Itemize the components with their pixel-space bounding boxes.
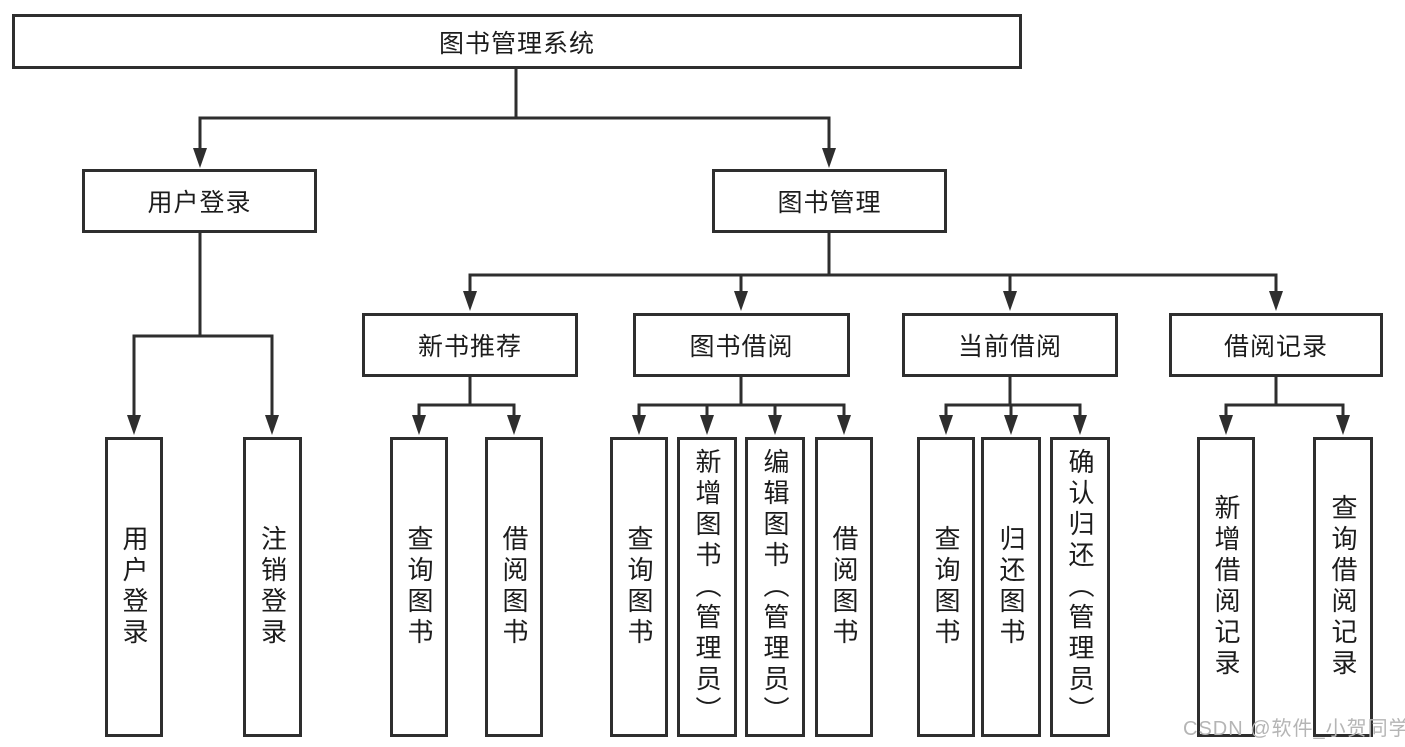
node-label: 编辑图书（管理员） — [760, 447, 790, 727]
node-label: 查询图书 — [624, 525, 654, 649]
node-label: 查询图书 — [931, 525, 961, 649]
node-label: 确认归还（管理员） — [1065, 447, 1095, 727]
node-label: 借阅图书 — [829, 525, 859, 649]
node-label: 图书借阅 — [689, 333, 794, 361]
node-label: 借阅图书 — [499, 525, 529, 649]
leaf-query-books: 查询图书 — [390, 437, 448, 737]
watermark: CSDN @软件_小贺同学 — [1183, 718, 1405, 740]
node-user-login: 用户登录 — [82, 169, 317, 233]
leaf-query-books: 查询图书 — [917, 437, 975, 737]
leaf-confirm-return-admin: 确认归还（管理员） — [1050, 437, 1110, 737]
node-book-borrowing: 图书借阅 — [633, 313, 850, 377]
leaf-add-books-admin: 新增图书（管理员） — [677, 437, 737, 737]
leaf-borrow-books: 借阅图书 — [815, 437, 873, 737]
node-label: 新增借阅记录 — [1211, 494, 1241, 680]
leaf-user-login: 用户登录 — [105, 437, 163, 737]
node-borrowing-records: 借阅记录 — [1169, 313, 1383, 377]
leaf-query-books: 查询图书 — [610, 437, 668, 737]
node-label: 图书管理 — [777, 189, 882, 217]
leaf-edit-books-admin: 编辑图书（管理员） — [745, 437, 805, 737]
leaf-query-borrow-record: 查询借阅记录 — [1313, 437, 1373, 737]
leaf-logout-login: 注销登录 — [243, 437, 302, 737]
node-label: 新增图书（管理员） — [692, 447, 722, 727]
node-library-management-system: 图书管理系统 — [12, 14, 1022, 69]
node-label: 用户登录 — [147, 189, 252, 217]
node-label: 查询借阅记录 — [1328, 494, 1358, 680]
node-label: 图书管理系统 — [438, 29, 595, 58]
leaf-add-borrow-record: 新增借阅记录 — [1197, 437, 1255, 737]
node-label: 新书推荐 — [417, 333, 522, 361]
node-label: 注销登录 — [257, 525, 288, 649]
node-label: 查询图书 — [404, 525, 434, 649]
leaf-return-books: 归还图书 — [981, 437, 1041, 737]
node-new-book-recommendation: 新书推荐 — [362, 313, 578, 377]
node-book-management: 图书管理 — [712, 169, 947, 233]
leaf-borrow-books: 借阅图书 — [485, 437, 543, 737]
node-label: 归还图书 — [996, 525, 1026, 649]
node-label: 用户登录 — [119, 525, 149, 649]
node-current-borrowing: 当前借阅 — [902, 313, 1118, 377]
node-label: 当前借阅 — [957, 333, 1062, 361]
node-label: 借阅记录 — [1223, 333, 1328, 361]
